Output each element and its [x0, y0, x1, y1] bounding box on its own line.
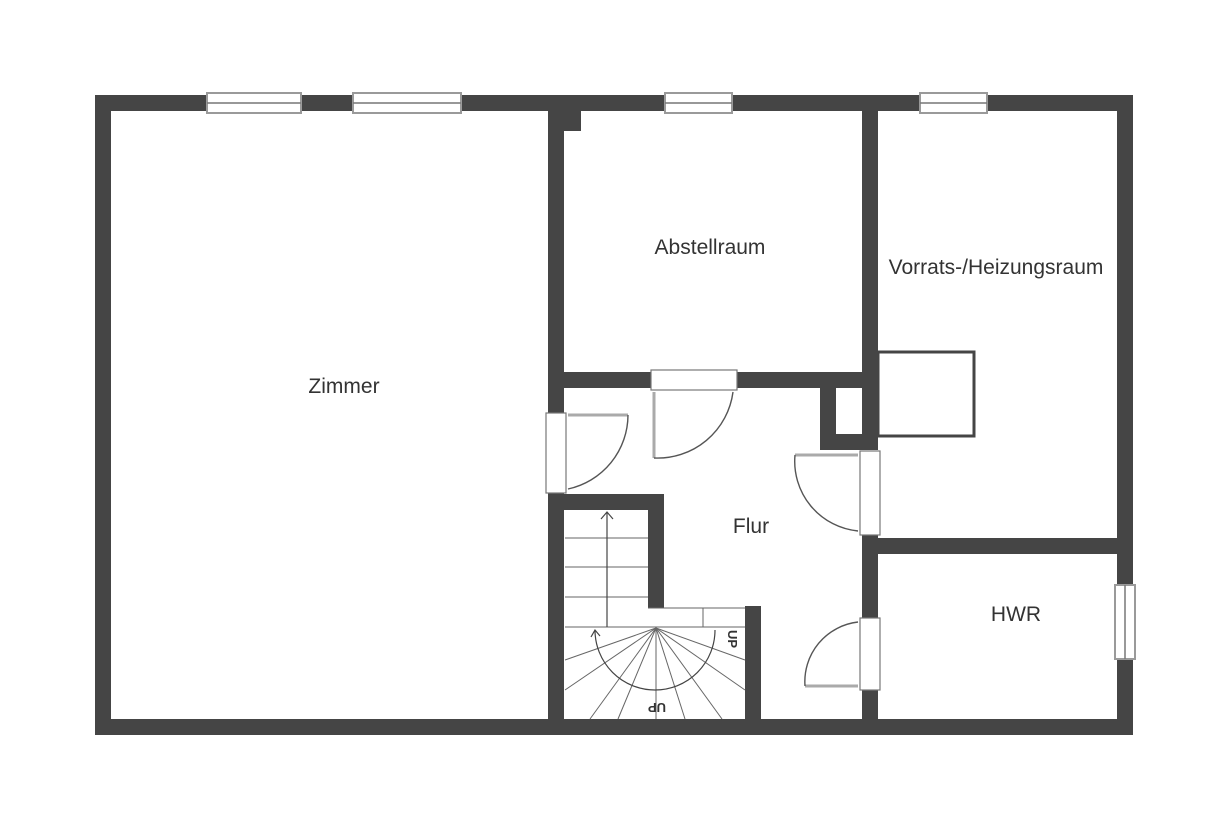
- room-labels: Zimmer Abstellraum Vorrats-/Heizungsraum…: [308, 236, 1103, 626]
- window-zimmer-1: [206, 92, 302, 114]
- door-hwr[interactable]: [804, 617, 881, 691]
- wall-vorrats-hwr: [862, 538, 1133, 554]
- wall-right: [1117, 95, 1133, 735]
- shaft-void: [836, 388, 862, 434]
- wall-flur-hwr-upper: [862, 535, 878, 620]
- staircase: UP UP: [564, 511, 746, 720]
- door-vorrats[interactable]: [794, 450, 881, 536]
- room-label-vorrats: Vorrats-/Heizungsraum: [889, 256, 1104, 279]
- window-vorrats: [919, 92, 988, 114]
- door-zimmer[interactable]: [545, 412, 629, 494]
- wall-zimmer-stair: [548, 492, 564, 735]
- interior-walls: [548, 95, 1133, 735]
- window-abstellraum: [664, 92, 733, 114]
- wall-zimmer-abstell: [548, 95, 564, 415]
- wall-stair-right: [745, 606, 761, 735]
- winder-steps: [564, 627, 746, 720]
- stair-up-label-2: UP: [648, 700, 666, 715]
- room-label-abstellraum: Abstellraum: [655, 236, 766, 259]
- wall-flur-hwr-lower: [862, 688, 878, 735]
- heating-unit: [876, 350, 976, 438]
- window-hwr: [1114, 584, 1136, 660]
- wall-bottom: [95, 719, 1133, 735]
- stair-up-label-1: UP: [725, 630, 740, 648]
- wall-stair-inner: [648, 494, 664, 608]
- room-label-hwr: HWR: [991, 603, 1041, 626]
- windows: [206, 92, 1136, 660]
- room-label-zimmer: Zimmer: [308, 375, 379, 398]
- door-abstellraum[interactable]: [650, 369, 738, 459]
- wall-left: [95, 95, 111, 735]
- wall-corner-notch: [548, 95, 581, 131]
- window-zimmer-2: [352, 92, 462, 114]
- room-label-flur: Flur: [733, 515, 769, 538]
- doors: [545, 369, 881, 691]
- wall-stair-top: [548, 494, 664, 510]
- wall-abstell-vorrats: [862, 95, 878, 450]
